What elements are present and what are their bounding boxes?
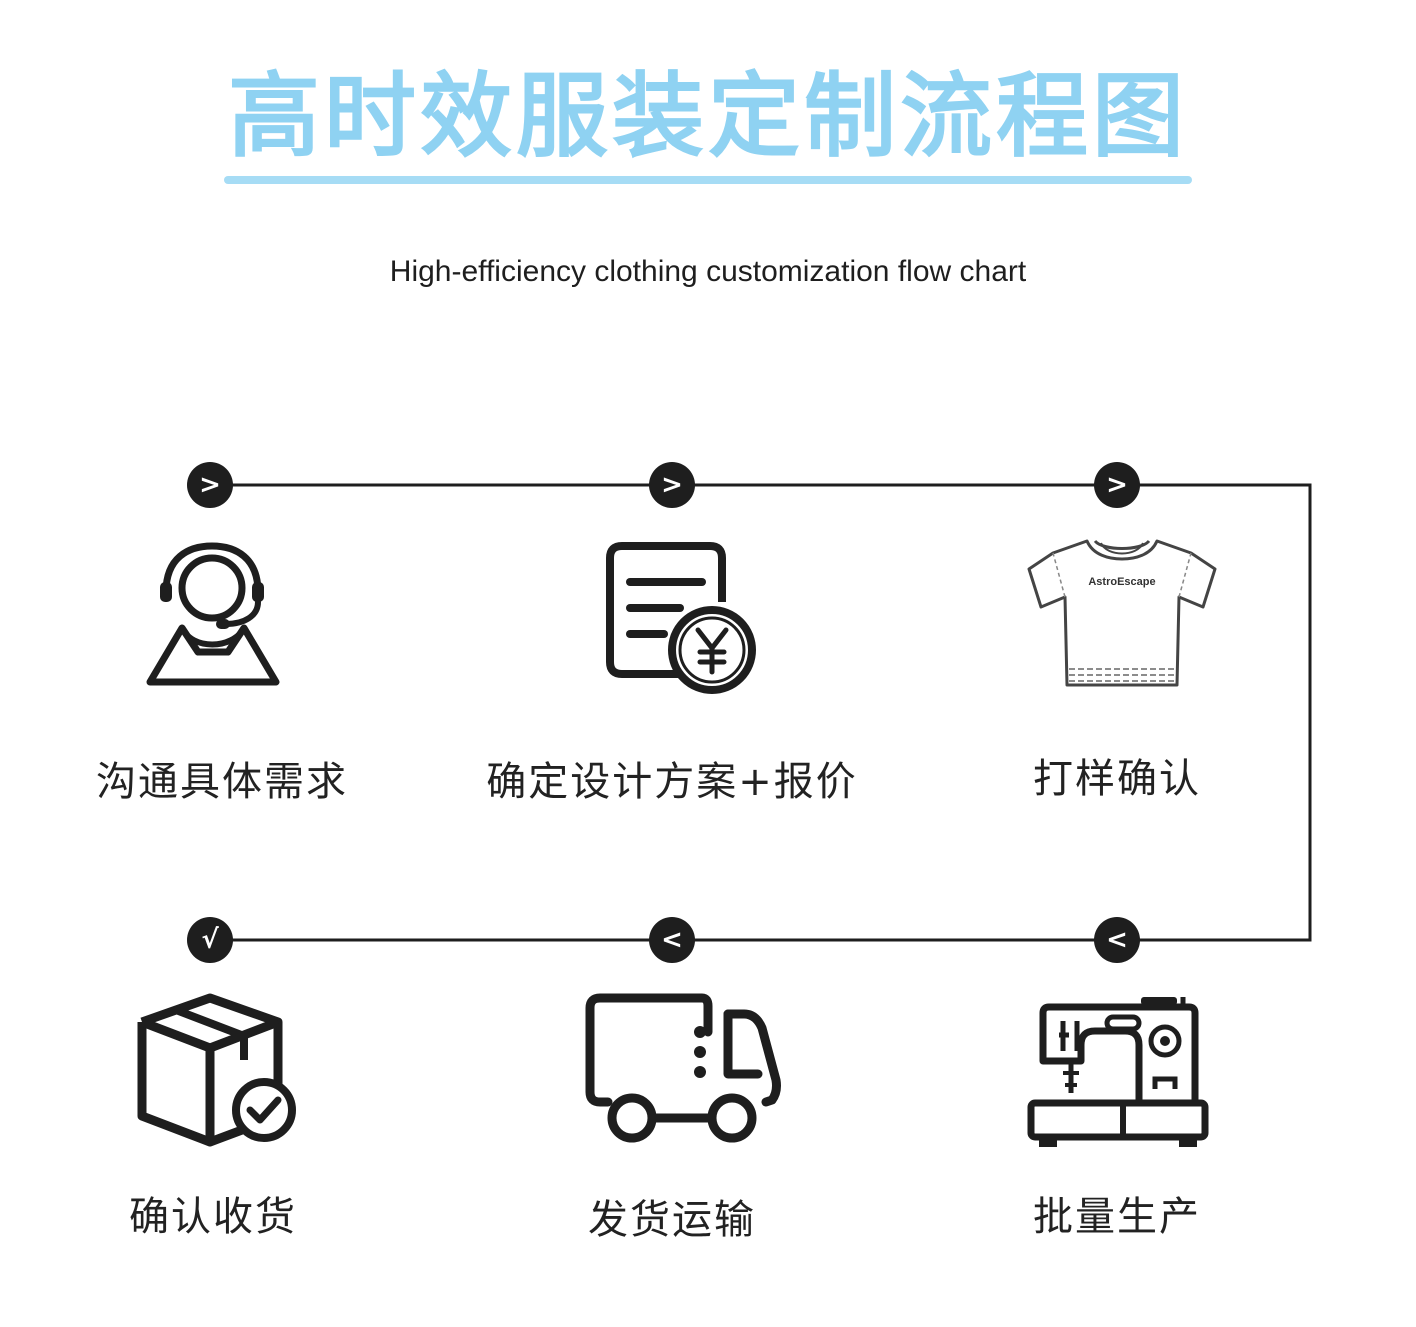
step-1-label: 沟通具体需求 bbox=[96, 759, 348, 805]
title-underline bbox=[224, 176, 1192, 184]
step-4-arrow-marker: < bbox=[1094, 917, 1140, 963]
page-title: 高时效服装定制流程图 bbox=[227, 63, 1188, 170]
step-2-label: 确定设计方案+报价 bbox=[486, 759, 858, 805]
step-3-label: 打样确认 bbox=[1033, 756, 1201, 802]
sewing-machine-icon bbox=[1027, 997, 1209, 1147]
step-5-label: 发货运输 bbox=[588, 1197, 756, 1243]
delivery-truck-icon bbox=[585, 993, 781, 1143]
customer-service-headset-icon bbox=[146, 542, 280, 686]
tshirt-print-text: AstroEscape bbox=[1088, 576, 1155, 588]
step-3-arrow-marker: > bbox=[1094, 462, 1140, 508]
sample-tshirt-icon: AstroEscape bbox=[1027, 539, 1217, 687]
page-subtitle: High-efficiency clothing customization f… bbox=[389, 255, 1027, 288]
step-6-label: 确认收货 bbox=[129, 1194, 297, 1240]
step-2-arrow-marker: > bbox=[649, 462, 695, 508]
step-1-arrow-marker: > bbox=[187, 462, 233, 508]
step-6-check-marker: √ bbox=[187, 917, 233, 963]
package-check-icon bbox=[137, 993, 296, 1147]
step-5-arrow-marker: < bbox=[649, 917, 695, 963]
step-4-label: 批量生产 bbox=[1033, 1194, 1201, 1240]
quote-document-yuan-icon bbox=[606, 542, 756, 694]
